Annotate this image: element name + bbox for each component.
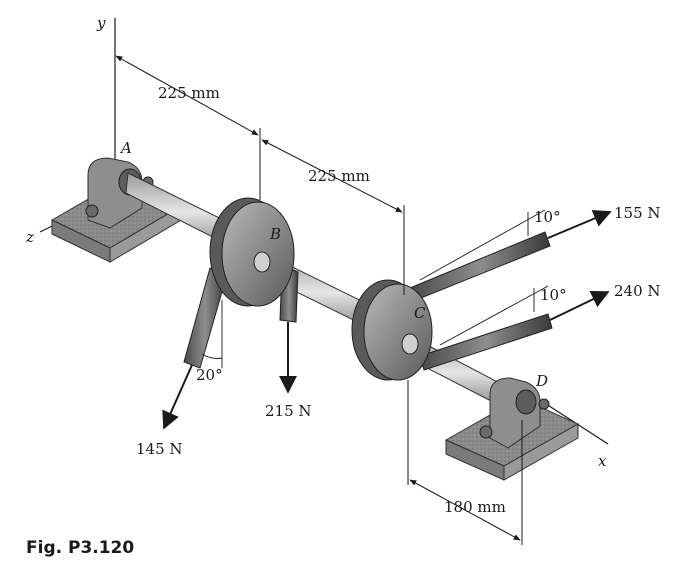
- pulley-c: [351, 279, 433, 381]
- x-axis-label: x: [598, 452, 607, 470]
- angle-ref-line-10-top: [419, 209, 546, 281]
- pulley-b-hub: [253, 251, 271, 273]
- dim-label-ab: 225 mm: [158, 84, 220, 102]
- shaft: [125, 172, 529, 419]
- angle-ref-line-10-bottom: [439, 285, 549, 346]
- bolt-icon: [479, 425, 493, 439]
- point-b-label: B: [269, 225, 281, 243]
- bolt-icon: [85, 204, 99, 218]
- dim-line-cd: [409, 479, 521, 541]
- angle-20-label: 20°: [196, 366, 223, 384]
- angle-references: [201, 209, 549, 368]
- bearing-d-bore: [515, 389, 537, 415]
- force-240-arrow: [549, 290, 610, 321]
- dim-label-cd: 180 mm: [444, 498, 506, 516]
- figure-caption: Fig. P3.120: [26, 538, 134, 558]
- pulley-b: [209, 197, 295, 307]
- point-a-label: A: [119, 139, 132, 157]
- bearing-d: [444, 377, 580, 481]
- z-axis-label: z: [25, 228, 34, 246]
- y-axis-label: y: [96, 14, 106, 32]
- point-c-label: C: [414, 304, 426, 322]
- pulley-c-hub: [401, 333, 419, 355]
- force-240-label: 240 N: [614, 282, 661, 300]
- force-155-label: 155 N: [614, 204, 661, 222]
- angle-10-bottom-label: 10°: [540, 286, 567, 304]
- angle-10-top-label: 10°: [534, 208, 561, 226]
- bolt-icon: [538, 398, 550, 410]
- point-d-label: D: [535, 372, 548, 390]
- forces: [162, 209, 612, 430]
- belt-c-240: [419, 313, 553, 371]
- dim-label-bc: 225 mm: [308, 167, 370, 185]
- dim-line-bc: [261, 139, 403, 213]
- pulley-c-face: [363, 283, 433, 381]
- force-145-label: 145 N: [136, 440, 183, 458]
- force-215-label: 215 N: [265, 402, 312, 420]
- angle-arc-20: [201, 353, 223, 359]
- belt-c-155: [409, 231, 551, 301]
- force-155-arrow: [547, 209, 612, 239]
- dimensions: [115, 55, 523, 545]
- dim-line-ab: [115, 55, 259, 136]
- force-145-arrow: [162, 364, 193, 430]
